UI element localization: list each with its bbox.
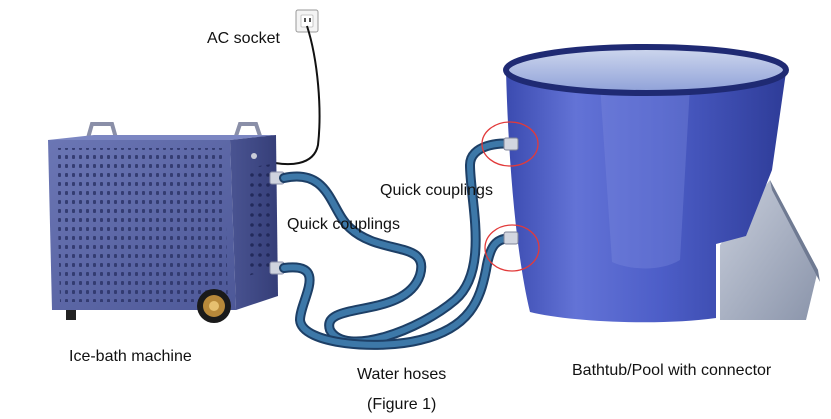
water-hoses: [279, 138, 517, 350]
water-hoses-label: Water hoses: [357, 366, 447, 383]
ice-bath-machine-label: Ice-bath machine: [69, 348, 192, 365]
coupling-highlight-lower: [484, 224, 540, 272]
bathtub-label: Bathtub/Pool with connector: [572, 362, 772, 379]
power-cord: [261, 25, 321, 166]
bathtub-icon: [503, 44, 820, 323]
quick-couplings-tub-label: Quick couplings: [380, 182, 493, 199]
coupling-highlight-upper: [481, 121, 539, 167]
quick-couplings-machine-label: Quick couplings: [287, 216, 400, 233]
figure-caption: (Figure 1): [367, 396, 437, 413]
ice-bath-machine-icon: [48, 122, 285, 323]
ac-socket-label: AC socket: [207, 30, 280, 47]
ac-socket-icon: [295, 9, 319, 33]
